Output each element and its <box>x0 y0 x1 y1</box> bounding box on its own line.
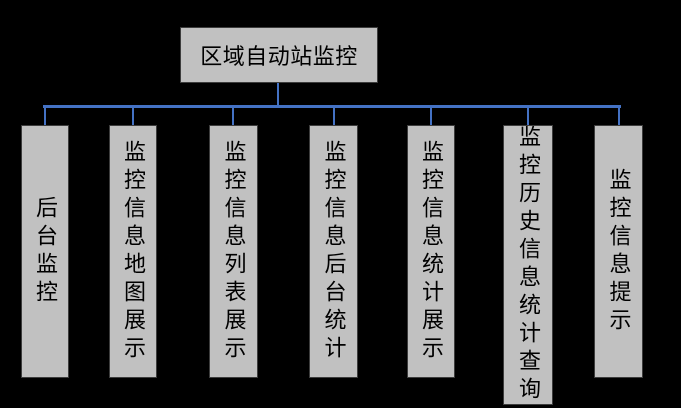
child-node-history-statistics-query: 监控历史信息统计查询 <box>503 125 553 405</box>
root-node-regional-auto-station-monitoring: 区域自动站监控 <box>180 27 378 83</box>
child-node-map-display: 监控信息地图展示 <box>109 125 157 378</box>
child-node-label: 监控历史信息统计查询 <box>516 125 541 405</box>
child-node-label: 监控信息统计展示 <box>419 139 444 364</box>
child-node-label: 后台监控 <box>33 195 58 308</box>
connector-bus-line <box>43 105 621 108</box>
child-node-label: 监控信息列表展示 <box>221 139 247 364</box>
connector-root-stub <box>277 83 279 107</box>
connector-stub-4 <box>333 107 335 125</box>
child-node-information-prompt: 监控信息提示 <box>594 125 643 378</box>
child-node-backend-statistics: 监控信息后台统计 <box>309 125 358 378</box>
child-node-label: 监控信息地图展示 <box>121 139 146 364</box>
connector-stub-2 <box>132 107 134 125</box>
connector-stub-5 <box>430 107 432 125</box>
connector-stub-6 <box>527 107 529 125</box>
connector-stub-1 <box>44 107 46 125</box>
child-node-backend-monitoring: 后台监控 <box>21 125 69 378</box>
child-node-label: 监控信息提示 <box>606 167 632 336</box>
child-node-label: 监控信息后台统计 <box>321 139 347 364</box>
child-node-statistics-display: 监控信息统计展示 <box>407 125 455 378</box>
connector-stub-3 <box>232 107 234 125</box>
child-node-list-display: 监控信息列表展示 <box>209 125 258 378</box>
connector-stub-7 <box>618 107 620 125</box>
